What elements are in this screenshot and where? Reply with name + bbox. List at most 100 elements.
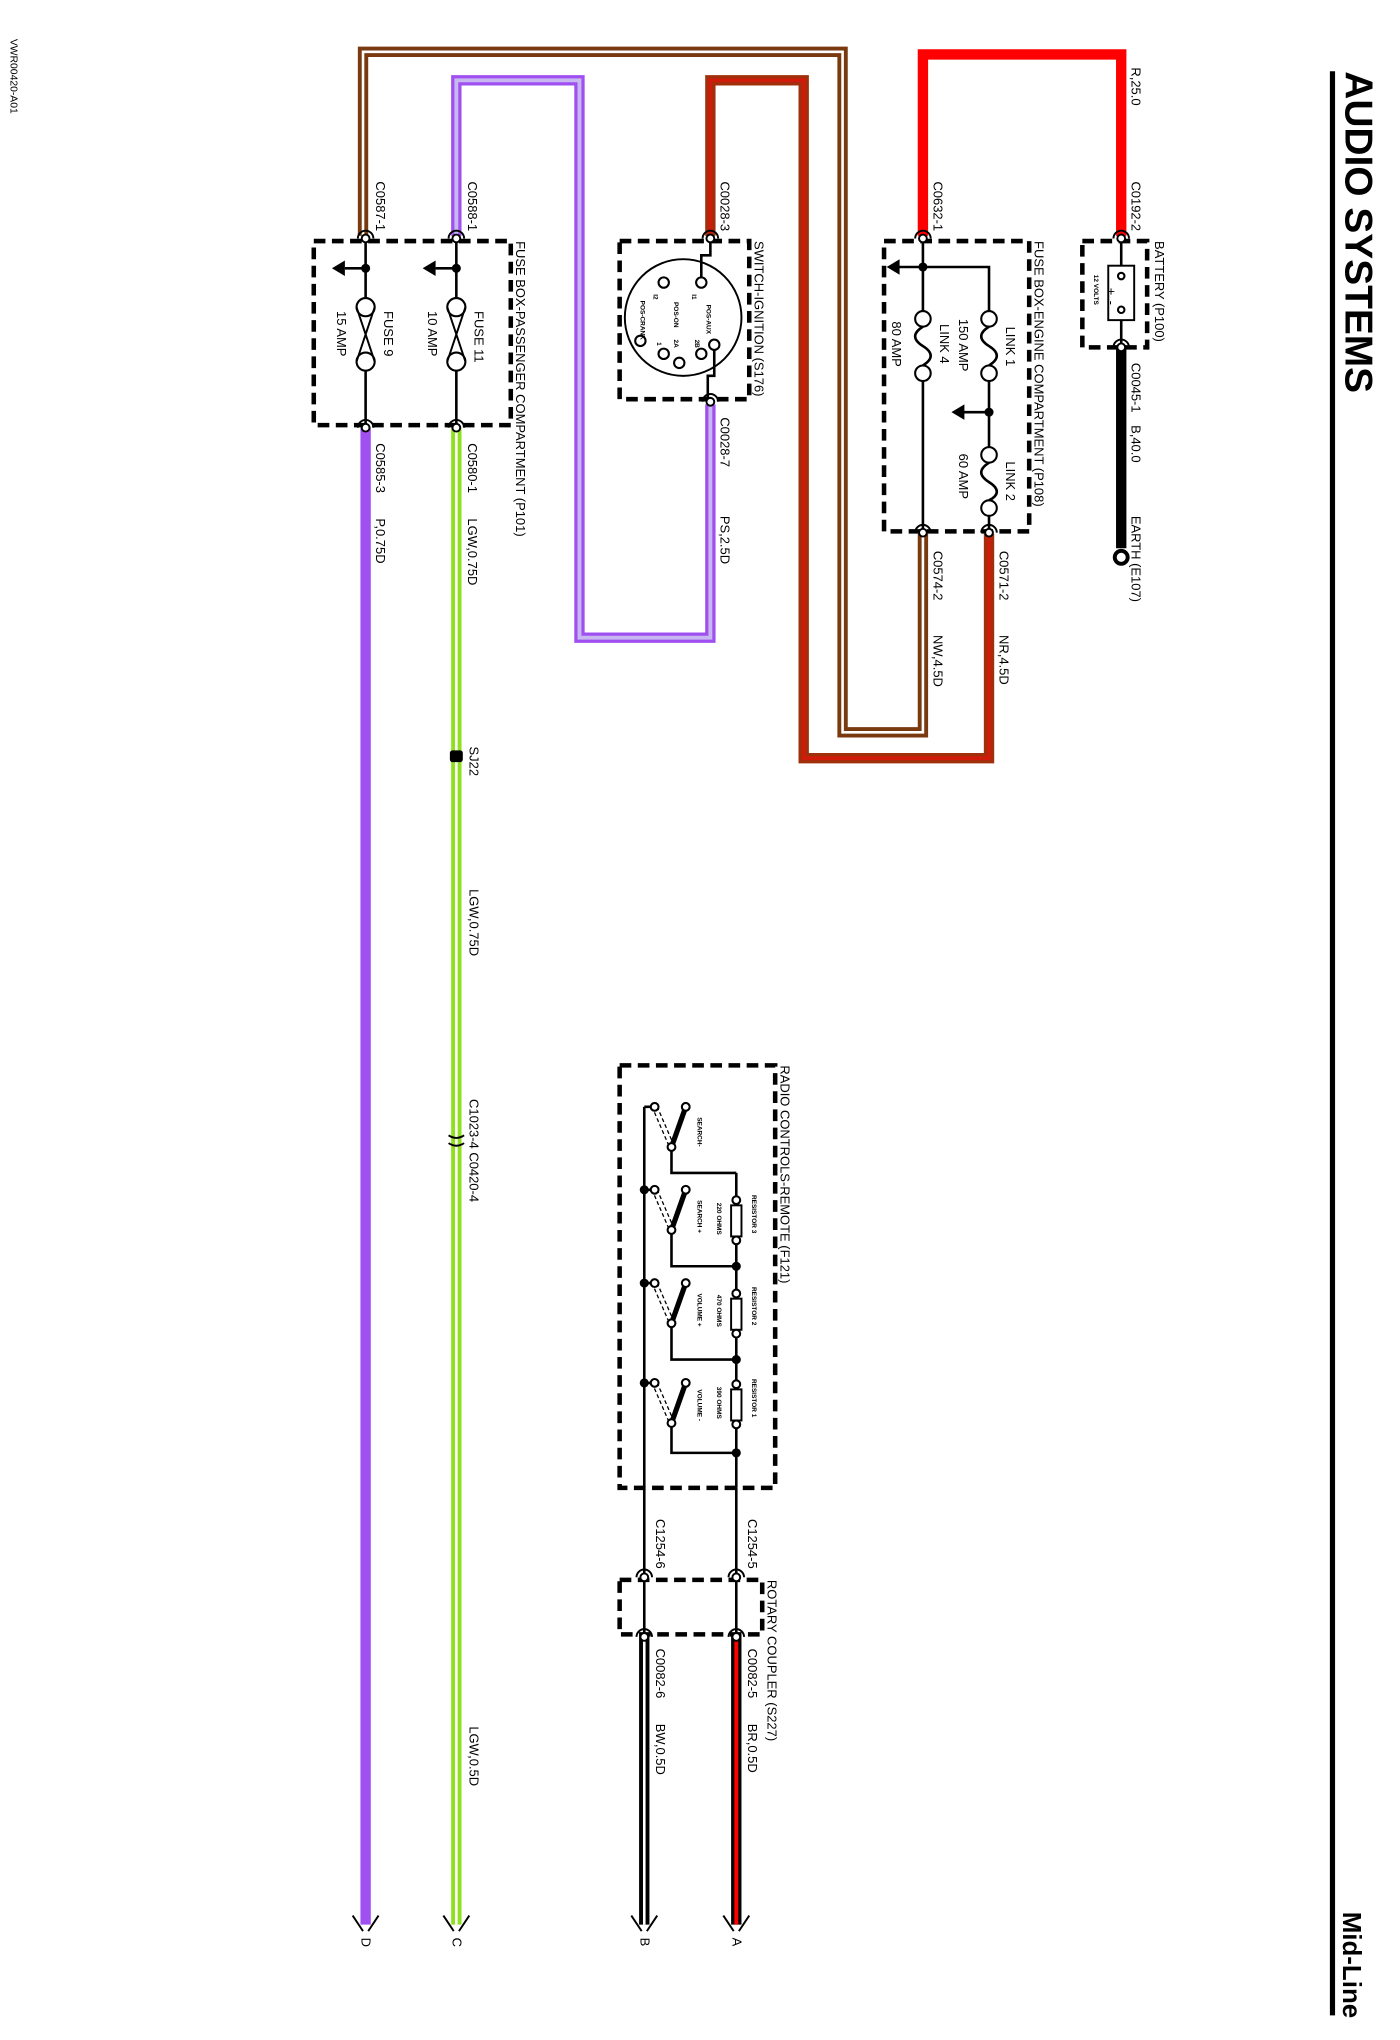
connector-rings	[356, 229, 1130, 1642]
rotary-coupler-title: ROTARY COUPLER (S227)	[764, 1580, 779, 1741]
connector-pin-icon	[635, 1568, 654, 1583]
splice-label: SJ22	[466, 747, 481, 777]
earth-label: EARTH (E107)	[1129, 516, 1144, 602]
connector-label: C1254-6	[653, 1519, 668, 1569]
earth-ring-icon	[1112, 548, 1130, 566]
connector-pin-icon	[980, 524, 998, 538]
connector-pin-icon	[914, 229, 932, 244]
pin-label: 2B	[693, 340, 700, 349]
radio-feed-wires	[642, 1487, 738, 1575]
fuse-name: FUSE 9	[381, 311, 396, 356]
doc-id: VWR00420-A01	[7, 39, 18, 114]
engine-fusebox: FUSE BOX-ENGINE COMPARTMENT (P108) LINK …	[881, 238, 1046, 534]
connector-pin-icon	[447, 229, 466, 244]
link-rating: 150 AMP	[956, 319, 971, 372]
connector-pin-icon	[635, 1628, 654, 1642]
connector-label: C0588-1	[465, 181, 480, 231]
rotary-coupler: ROTARY COUPLER (S227)	[617, 1577, 779, 1741]
ignition-switch: SWITCH-IGNITION (S176) I1 I2 POS-AUX POS…	[617, 238, 766, 402]
terminal-label: B	[637, 1938, 652, 1947]
connector-label: C0632-1	[930, 181, 945, 231]
resistor-value: 470 OHMS	[715, 1295, 722, 1328]
link-rating: 80 AMP	[889, 321, 904, 366]
pin-label: 2A	[672, 340, 679, 349]
fuse9-icon	[355, 297, 376, 372]
connector-label: C0045-1	[1129, 363, 1144, 413]
switch-label: SEARCH +	[695, 1200, 702, 1233]
terminal-B: B	[630, 1915, 659, 1947]
passenger-fusebox: FUSE BOX-PASSENGER COMPARTMENT (P101) FU…	[311, 238, 528, 537]
connector-label: C0082-5	[745, 1649, 760, 1699]
variant-label: Mid-Line	[1337, 1912, 1365, 2018]
wire-nr-45	[705, 75, 995, 764]
fuse-rating: 15 AMP	[334, 311, 349, 356]
wire-label: LGW,0.5D	[466, 1726, 481, 1786]
link4-fuse-icon	[913, 310, 932, 383]
arrow-icon	[331, 260, 345, 277]
switch-4	[639, 1377, 741, 1458]
resistor-1	[730, 1379, 743, 1430]
connector-label: C0082-6	[653, 1649, 668, 1699]
link1-fuse-icon	[979, 310, 999, 383]
wire-nw-45	[357, 46, 929, 738]
switch-label: VOLUME -	[695, 1389, 702, 1421]
switch-2	[639, 1184, 741, 1271]
link2-fuse-icon	[979, 446, 999, 517]
connector-pin-icon	[1112, 229, 1130, 244]
resistor-value: 220 OHMS	[715, 1203, 722, 1236]
terminal-label: D	[359, 1938, 374, 1947]
wire-label: B,40.0	[1129, 425, 1144, 462]
wire-label: P,0.75D	[373, 518, 388, 563]
connector-pin-icon	[701, 393, 720, 407]
terminal-A: A	[722, 1915, 751, 1947]
connector-label: C1023-4 C0420-4	[466, 1099, 481, 1202]
resistor-value: 390 OHMS	[715, 1387, 722, 1420]
resistor-name: RESISTOR 1	[750, 1379, 757, 1418]
wire-label: NW,4.5D	[930, 635, 945, 687]
wire-label: BR,0.5D	[745, 1724, 760, 1773]
splice-sj22	[449, 750, 463, 763]
wire-b-40	[1112, 347, 1130, 566]
arrow-icon	[951, 404, 965, 420]
connector-pin-icon	[727, 1568, 746, 1583]
connector-pin-icon	[1112, 338, 1130, 353]
wire-r-25	[917, 49, 1127, 236]
engine-fusebox-title: FUSE BOX-ENGINE COMPARTMENT (P108)	[1031, 241, 1046, 507]
link-rating: 60 AMP	[956, 454, 971, 499]
pin-label: POS-ON	[672, 302, 679, 328]
terminal-label: A	[729, 1938, 744, 1947]
wire-label: BW,0.5D	[653, 1724, 668, 1775]
connector-pin-icon	[356, 229, 375, 244]
pin-label: I1	[690, 294, 697, 300]
fuse-name: FUSE 11	[471, 311, 486, 363]
pin-label: POS-AUX	[704, 305, 711, 335]
connector-pin-icon	[356, 419, 375, 433]
switch-3	[639, 1278, 741, 1365]
terminal-D: D	[351, 1915, 380, 1947]
connector-pin-icon	[447, 419, 466, 433]
link-name: LINK 2	[1003, 461, 1018, 501]
connector-label: C0585-3	[373, 443, 388, 493]
connector-pin-icon	[727, 1628, 746, 1642]
terminal-label: C	[449, 1938, 464, 1947]
wire-lgw-075	[448, 427, 465, 1925]
link-name: LINK 1	[1003, 327, 1018, 367]
connector-label: C0192-2	[1129, 181, 1144, 231]
connector-label: C0571-2	[996, 551, 1011, 601]
connector-label: C0580-1	[465, 443, 480, 493]
radio-controls-remote: RADIO CONTROLS-REMOTE (F121) RESISTOR 3 …	[617, 1063, 792, 1491]
connector-label: C0028-3	[718, 181, 733, 231]
radio-remote-title: RADIO CONTROLS-REMOTE (F121)	[777, 1065, 792, 1283]
resistor-3	[730, 1195, 743, 1246]
link-name: LINK 4	[937, 324, 952, 364]
passenger-fusebox-title: FUSE BOX-PASSENGER COMPARTMENT (P101)	[513, 241, 528, 537]
resistor-name: RESISTOR 2	[750, 1287, 757, 1326]
connector-pin-icon	[914, 524, 932, 538]
battery-voltage: 12 VOLTS	[1092, 275, 1099, 306]
terminal-C: C	[442, 1915, 471, 1947]
fuse-rating: 10 AMP	[425, 311, 440, 356]
switch-1	[644, 1101, 737, 1175]
battery-title: BATTERY (P100)	[1152, 241, 1167, 342]
terminals: A B C D	[351, 1915, 751, 1947]
